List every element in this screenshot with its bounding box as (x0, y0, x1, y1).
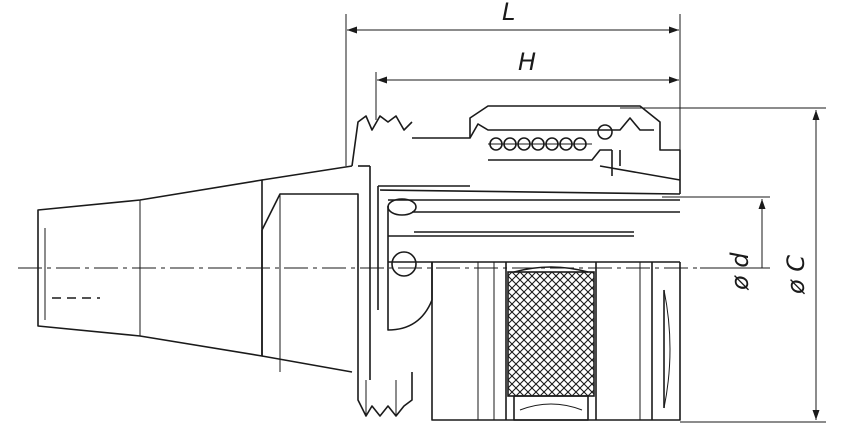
flange-body (261, 115, 470, 417)
dimension-C: ø C (782, 110, 820, 420)
clamp-nut-top (379, 105, 681, 195)
dimension-H-label: H (518, 48, 536, 76)
taper-shank (37, 165, 353, 373)
extension-lines (345, 14, 826, 423)
knurled-grip (507, 266, 595, 421)
spring-balls (488, 137, 592, 151)
dimension-d: ø d (726, 199, 766, 291)
collet-bore (387, 198, 680, 331)
dimension-d-label: ø d (726, 252, 754, 291)
dimension-H: H (377, 48, 679, 84)
dimension-C-label: ø C (782, 255, 810, 295)
dimension-L: L (347, 0, 679, 34)
dimension-L-label: L (502, 0, 515, 26)
